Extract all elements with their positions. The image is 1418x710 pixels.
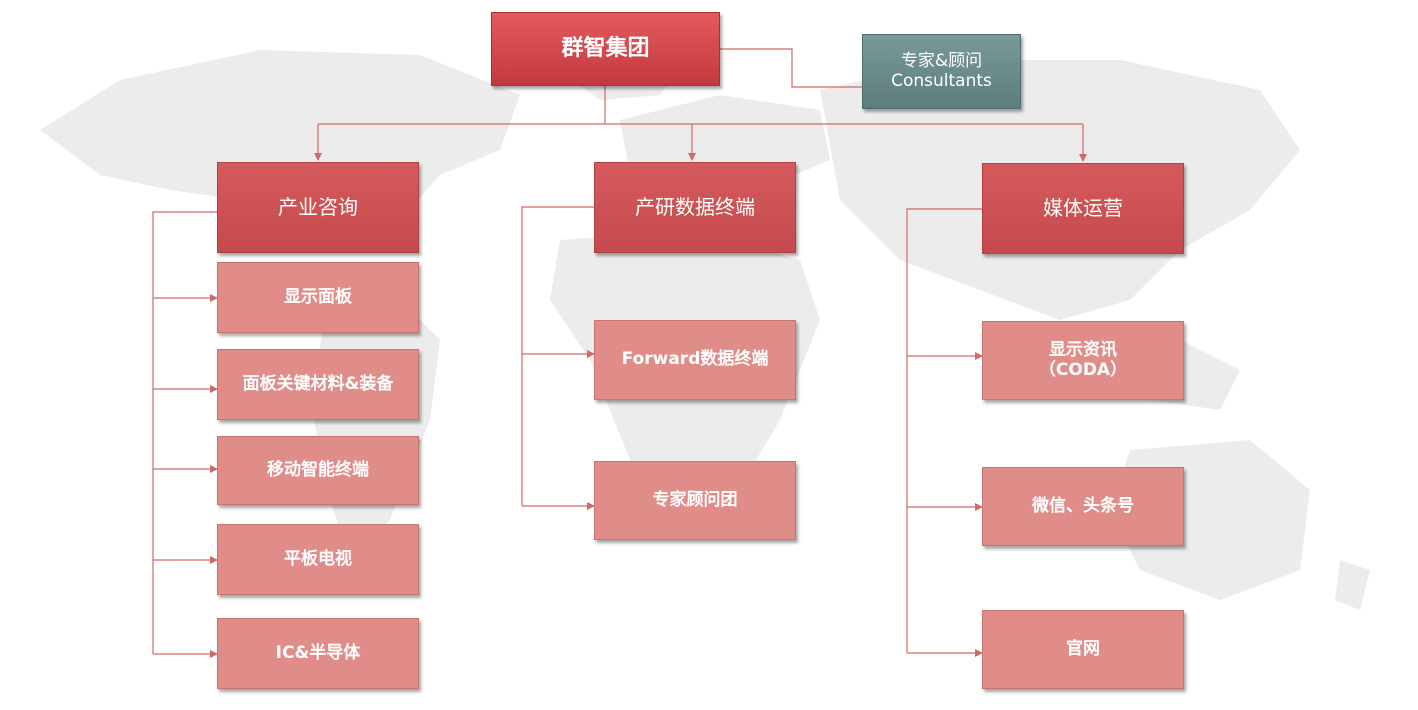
subitem-node-1-1: 显示面板 — [217, 262, 419, 333]
department-label: 媒体运营 — [1043, 196, 1123, 220]
subitem-label: 面板关键材料&装备 — [242, 373, 394, 394]
department-node-3: 媒体运营 — [982, 163, 1184, 254]
subitem-label: 显示资讯 （CODA） — [1038, 339, 1128, 380]
subitem-label: Forward数据终端 — [621, 349, 769, 370]
root-node: 群智集团 — [491, 12, 720, 86]
subitem-label: 显示面板 — [284, 286, 352, 307]
connector-dept-1-trunk — [152, 211, 217, 654]
connector-dept-3-trunk — [906, 208, 982, 653]
subitem-node-3-1: 显示资讯 （CODA） — [982, 321, 1184, 400]
subitem-label: 微信、头条号 — [1032, 495, 1134, 516]
connector-root-consultants — [720, 48, 862, 88]
department-label: 产研数据终端 — [635, 195, 755, 219]
subitem-node-2-1: Forward数据终端 — [594, 320, 796, 400]
subitem-node-3-3: 官网 — [982, 610, 1184, 689]
root-label: 群智集团 — [561, 36, 650, 62]
subitem-node-1-4: 平板电视 — [217, 524, 419, 595]
map-new-zealand — [1335, 560, 1370, 610]
subitem-node-1-5: IC&半导体 — [217, 618, 419, 689]
subitem-node-1-2: 面板关键材料&装备 — [217, 349, 419, 420]
department-label: 产业咨询 — [278, 195, 358, 219]
subitem-node-3-2: 微信、头条号 — [982, 467, 1184, 546]
subitem-node-1-3: 移动智能终端 — [217, 436, 419, 505]
consultants-label: 专家&顾问 Consultants — [891, 50, 992, 91]
department-node-2: 产研数据终端 — [594, 162, 796, 253]
subitem-label: 平板电视 — [284, 548, 352, 569]
consultants-node: 专家&顾问 Consultants — [862, 34, 1021, 109]
subitem-label: IC&半导体 — [275, 642, 361, 663]
subitem-node-2-2: 专家顾问团 — [594, 461, 796, 540]
subitem-label: 移动智能终端 — [267, 459, 369, 480]
subitem-label: 官网 — [1066, 638, 1100, 659]
subitem-label: 专家顾问团 — [652, 489, 738, 510]
department-node-1: 产业咨询 — [217, 162, 419, 253]
connector-dept-2-trunk — [521, 206, 594, 506]
